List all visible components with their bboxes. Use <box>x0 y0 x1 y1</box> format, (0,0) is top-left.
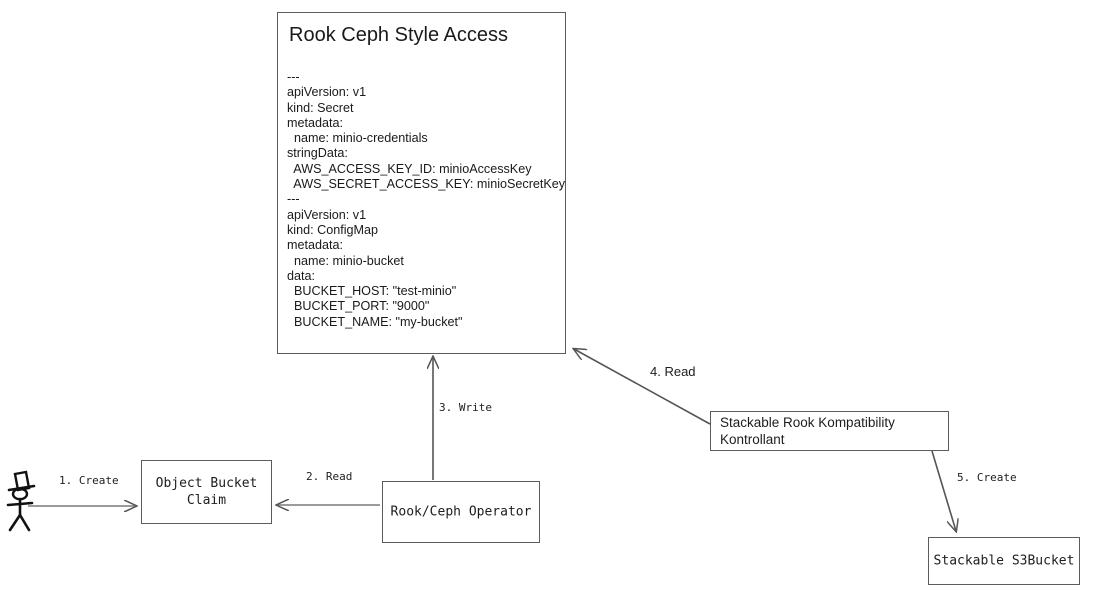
node-srkk-label: Stackable Rook Kompatibility Kontrollant <box>720 415 895 447</box>
edge-label-5-create: 5. Create <box>957 471 1017 484</box>
edge-4-read <box>574 349 711 425</box>
yaml-card-title: Rook Ceph Style Access <box>289 24 508 46</box>
node-stackable-s3bucket[interactable]: Stackable S3Bucket <box>928 537 1080 585</box>
node-object-bucket-claim-label: Object Bucket Claim <box>155 476 258 508</box>
node-object-bucket-claim[interactable]: Object Bucket Claim <box>141 460 272 524</box>
yaml-card-body: --- apiVersion: v1 kind: Secret metadata… <box>287 70 566 329</box>
rook-ceph-style-access-card: Rook Ceph Style Access --- apiVersion: v… <box>277 12 566 354</box>
node-stackable-rook-kompatibility-kontrollant[interactable]: Stackable Rook Kompatibility Kontrollant <box>710 411 949 451</box>
edge-label-4-read: 4. Read <box>650 364 696 379</box>
node-rook-ceph-operator[interactable]: Rook/Ceph Operator <box>382 481 540 543</box>
edge-label-2-read: 2. Read <box>306 470 353 483</box>
edge-label-1-create: 1. Create <box>59 474 119 487</box>
user-actor-icon <box>6 470 36 532</box>
node-stackable-s3bucket-label: Stackable S3Bucket <box>933 553 1075 569</box>
node-rook-ceph-operator-label: Rook/Ceph Operator <box>390 504 532 520</box>
edge-5-create <box>931 450 956 531</box>
edge-label-3-write: 3. Write <box>439 401 492 414</box>
